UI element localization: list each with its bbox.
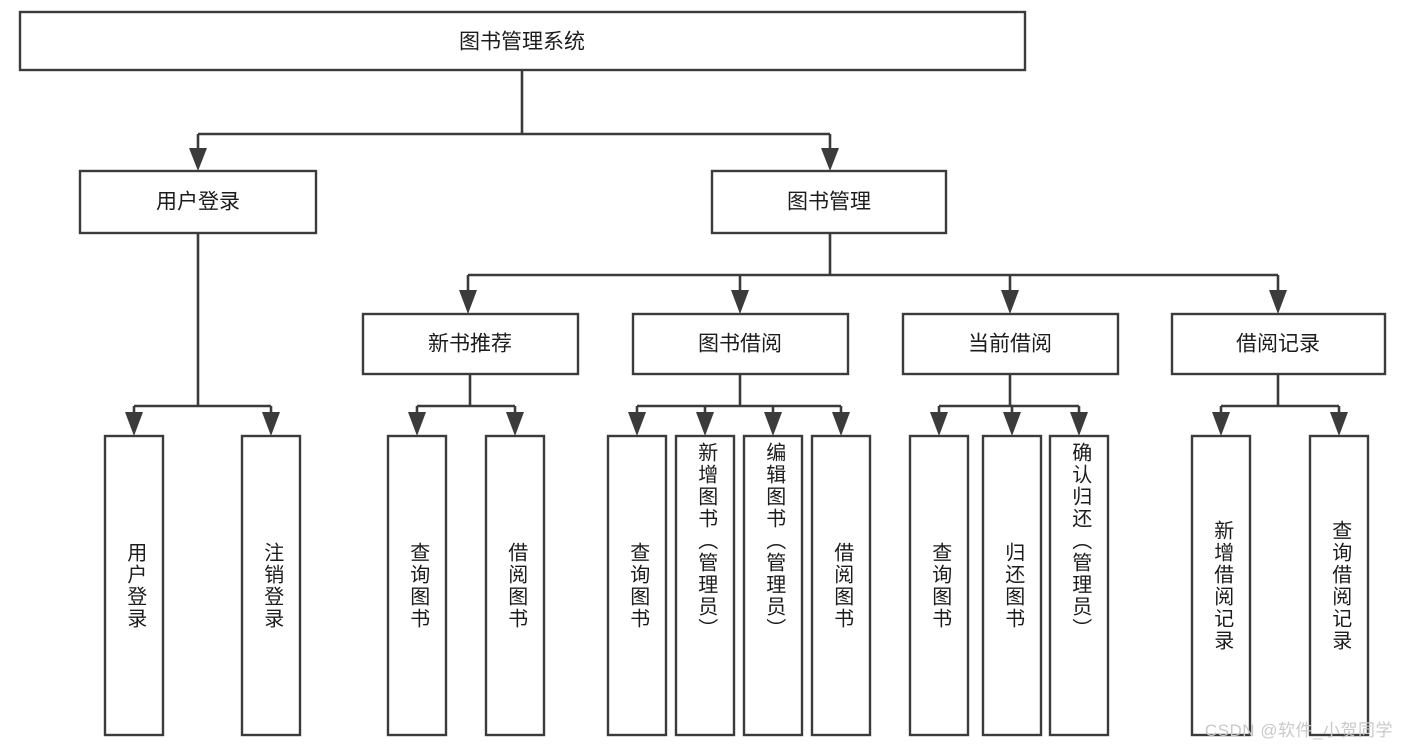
arrow-head-bm-to-bb: [731, 290, 749, 314]
node-book-borrow-box[interactable]: [631, 312, 850, 376]
connector-group-root: [189, 70, 839, 171]
leaf-borrow-book-bb-box[interactable]: [810, 434, 872, 737]
connector-group-currentborrow: [930, 374, 1088, 436]
connector-group-userlogin: [125, 233, 280, 436]
arrow-head-nbr-to-leaf2: [506, 412, 524, 436]
arrow-head-cb-to-leaf3: [1070, 412, 1088, 436]
connector-group-newbook: [408, 374, 524, 436]
connector-group-bookborrow: [628, 374, 850, 436]
leaf-edit-book-box[interactable]: [742, 434, 804, 737]
leaf-query-book-nbr-box[interactable]: [386, 434, 448, 737]
arrow-head-bb-to-leaf1: [628, 412, 646, 436]
arrow-head-ul-to-leaf1: [125, 412, 143, 436]
node-user-login-box[interactable]: [78, 169, 318, 235]
arrow-head-bb-to-leaf3: [764, 412, 782, 436]
arrow-head-br-to-leaf1: [1212, 412, 1230, 436]
node-user-login-label: 用户登录: [156, 191, 240, 214]
node-borrow-records-box[interactable]: [1170, 312, 1387, 376]
leaf-query-book-bb-box[interactable]: [606, 434, 668, 737]
arrow-head-ul-to-leaf2: [262, 412, 280, 436]
arrow-head-cb-to-leaf2: [1003, 412, 1021, 436]
leaf-logout-box[interactable]: [240, 434, 302, 737]
leaf-add-record-box[interactable]: [1190, 434, 1252, 737]
leaf-user-login-box[interactable]: [103, 434, 165, 737]
leaf-return-book-box[interactable]: [981, 434, 1043, 737]
arrow-head-bm-to-br: [1269, 290, 1287, 314]
arrow-head-nbr-to-leaf1: [408, 412, 426, 436]
arrow-head-bm-to-nbr: [459, 290, 477, 314]
arrow-head-cb-to-leaf1: [930, 412, 948, 436]
arrow-head-bb-to-leaf2: [696, 412, 714, 436]
arrow-head-root-to-userlogin: [189, 148, 207, 171]
node-root-label: 图书管理系统: [459, 31, 585, 54]
node-book-borrow[interactable]: 图书借阅: [631, 312, 850, 376]
node-user-login[interactable]: 用户登录: [78, 169, 318, 235]
node-book-manage-box[interactable]: [710, 169, 948, 235]
node-book-borrow-label: 图书借阅: [698, 333, 782, 356]
leaf-add-book-box[interactable]: [674, 434, 736, 737]
node-root-box[interactable]: [18, 10, 1027, 72]
leaf-borrow-book-nbr-box[interactable]: [484, 434, 546, 737]
node-book-manage[interactable]: 图书管理: [710, 169, 948, 235]
arrow-head-bb-to-leaf4: [832, 412, 850, 436]
node-borrow-records[interactable]: 借阅记录: [1170, 312, 1387, 376]
node-new-book-recommend[interactable]: 新书推荐: [361, 312, 580, 376]
node-book-manage-label: 图书管理: [787, 191, 871, 214]
node-root[interactable]: 图书管理系统: [18, 10, 1027, 72]
node-new-book-recommend-label: 新书推荐: [428, 333, 512, 356]
leaf-query-book-cb-box[interactable]: [908, 434, 970, 737]
arrow-head-bm-to-cb: [1001, 290, 1019, 314]
node-current-borrow-box[interactable]: [901, 312, 1120, 376]
connector-group-borrowrecords: [1212, 374, 1348, 436]
leaf-query-record-box[interactable]: [1308, 434, 1370, 737]
node-current-borrow[interactable]: 当前借阅: [901, 312, 1120, 376]
arrow-head-br-to-leaf2: [1330, 412, 1348, 436]
leaf-confirm-return-box[interactable]: [1048, 434, 1110, 737]
arrow-head-root-to-bookmanage: [821, 148, 839, 171]
node-borrow-records-label: 借阅记录: [1236, 333, 1320, 356]
connector-group-bookmanage: [459, 233, 1287, 314]
csdn-watermark: CSDN @软件_小贺同学: [1204, 721, 1393, 740]
node-current-borrow-label: 当前借阅: [968, 333, 1052, 356]
node-new-book-recommend-box[interactable]: [361, 312, 580, 376]
leaf-boxes: [103, 434, 1370, 737]
